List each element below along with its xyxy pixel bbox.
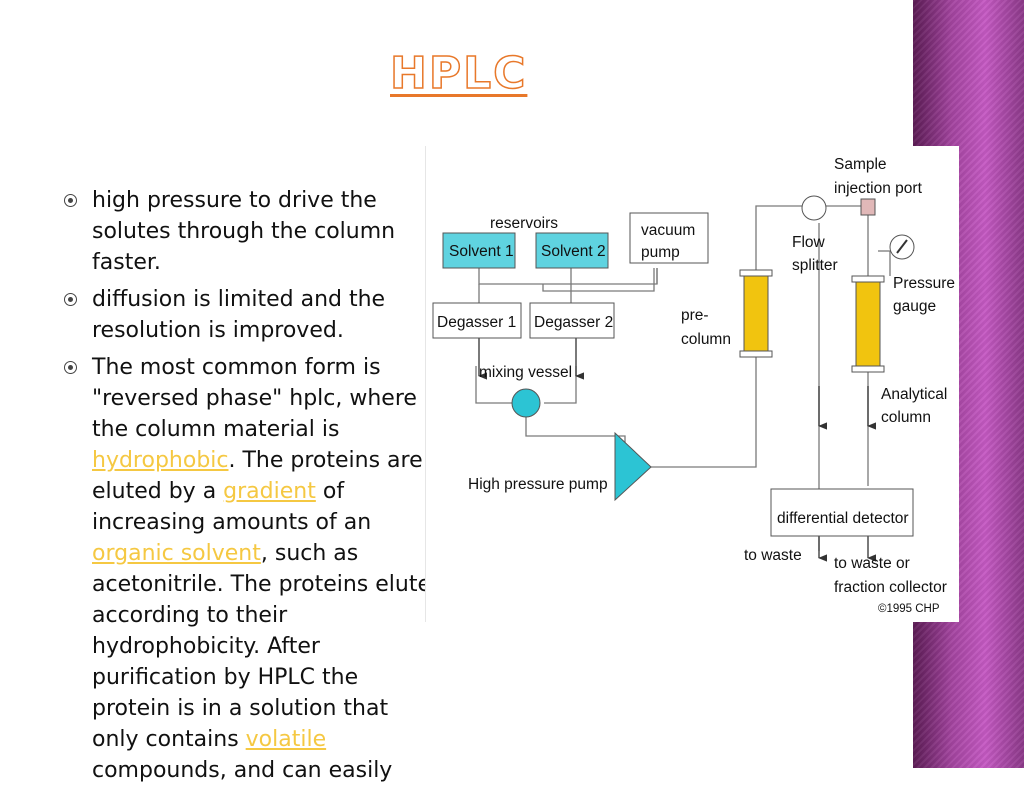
label-analytical-column: column: [881, 409, 931, 426]
label-vacuum: vacuum: [641, 222, 695, 239]
label-gauge: gauge: [893, 298, 936, 315]
flow-arrows: [478, 338, 877, 562]
link-organic-solvent[interactable]: organic solvent: [92, 541, 261, 566]
bullet-icon: [64, 361, 77, 374]
pre-column-icon: [743, 275, 769, 352]
label-to-waste: to waste: [744, 547, 802, 564]
label-to-waste-or: to waste or: [834, 555, 910, 572]
label-pump: pump: [641, 244, 680, 261]
label-solvent-1: Solvent 1: [449, 243, 514, 260]
analytical-column-icon: [855, 281, 881, 367]
bullet-text: The most common form is "reversed phase"…: [92, 355, 417, 442]
degasser-2-box: [529, 302, 615, 339]
label-sample: Sample: [834, 156, 887, 173]
label-high-pressure-pump: High pressure pump: [468, 476, 608, 493]
bullet-text: , such as acetonitrile. The proteins elu…: [92, 541, 431, 752]
label-fraction-collector: fraction collector: [834, 579, 947, 596]
label-reservoirs: reservoirs: [490, 215, 558, 232]
label-solvent-2: Solvent 2: [541, 243, 606, 260]
label-injection-port: injection port: [834, 180, 923, 197]
vacuum-pump-box: [629, 212, 709, 264]
bullet-icon: [64, 194, 77, 207]
label-pressure: Pressure: [893, 275, 955, 292]
link-hydrophobic[interactable]: hydrophobic: [92, 448, 229, 473]
bullet-text: diffusion is limited and the resolution …: [92, 287, 386, 343]
label-mixing-vessel: mixing vessel: [479, 364, 572, 381]
bullet-item: high pressure to drive the solutes throu…: [58, 185, 436, 278]
differential-detector-box: [770, 488, 914, 537]
label-analytical: Analytical: [881, 386, 947, 403]
slide-title: HPLC: [389, 48, 528, 99]
label-copyright: ©1995 CHP: [878, 603, 940, 615]
label-splitter: splitter: [792, 257, 838, 274]
bullet-text: compounds, and can easily: [92, 758, 393, 783]
degasser-1-box: [432, 302, 522, 339]
bullet-text: of increasing amounts of an: [92, 479, 372, 535]
solvent-1-reservoir: [442, 232, 516, 269]
pump-icon: [614, 431, 652, 502]
bullet-item: diffusion is limited and the resolution …: [58, 284, 436, 346]
label-degasser-2: Degasser 2: [534, 314, 613, 331]
bullet-item: The most common form is "reversed phase"…: [58, 352, 436, 786]
link-gradient[interactable]: gradient: [223, 479, 316, 504]
solvent-2-reservoir: [535, 232, 609, 269]
mixing-vessel-icon: [511, 388, 541, 418]
bullet-list: high pressure to drive the solutes throu…: [58, 185, 436, 792]
flow-splitter-icon: [801, 195, 827, 221]
label-pre-column: column: [681, 331, 731, 348]
bullet-text: . The proteins are eluted by a: [92, 448, 423, 504]
injection-port-icon: [860, 198, 876, 216]
bullet-text: high pressure to drive the solutes throu…: [92, 188, 396, 275]
bullet-icon: [64, 293, 77, 306]
label-degasser-1: Degasser 1: [437, 314, 516, 331]
label-pre: pre-: [681, 307, 709, 324]
label-flow: Flow: [792, 234, 826, 251]
label-differential-detector: differential detector: [777, 510, 909, 527]
hplc-diagram-svg: reservoirs Solvent 1 Solvent 2 vacuum pu…: [432, 156, 955, 615]
hplc-diagram: reservoirs Solvent 1 Solvent 2 vacuum pu…: [425, 146, 959, 622]
link-volatile[interactable]: volatile: [245, 727, 327, 752]
